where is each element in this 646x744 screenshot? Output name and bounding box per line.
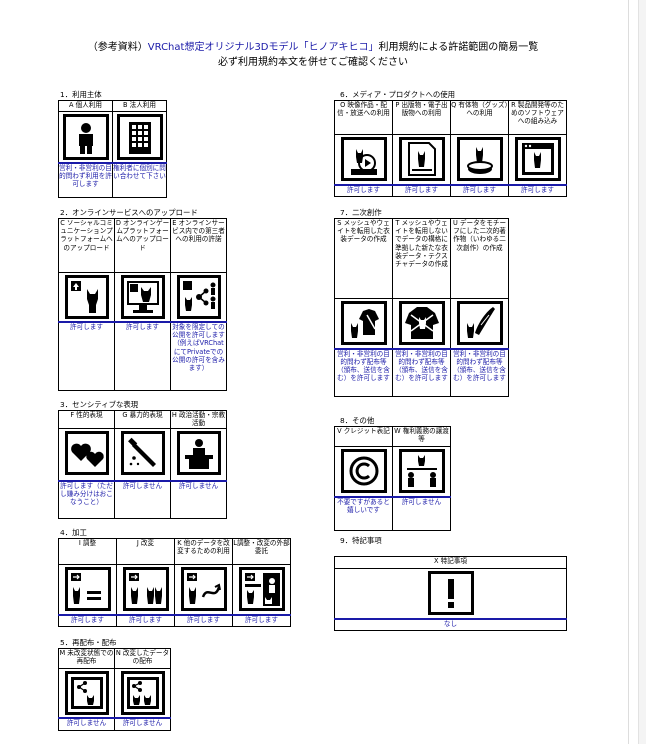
status-h: 許可しません <box>170 479 227 519</box>
status-r: 許可します <box>508 183 567 197</box>
head-e: E オンラインサービス内での第三者への利用の許諾 <box>170 218 227 273</box>
status-l: 許可します <box>232 613 291 627</box>
status-u: 営利・非営利の目的問わず配布等（頒布、送信を含む）を許可します <box>450 347 509 397</box>
status-q: 許可します <box>450 183 509 197</box>
section-6-table: O 映像作品・配信・放送への利用 P 出版物・電子出版物への利用 Q 有体物（グ… <box>334 100 567 197</box>
section-4-title: 4．加工 <box>60 528 87 537</box>
new-costume-icon <box>398 301 445 345</box>
head-b: B 法人利用 <box>112 100 167 112</box>
transfer-icon <box>398 449 445 493</box>
costume-icon <box>340 301 387 345</box>
section-7-table: S メッシュやウェイトを転用した衣装データの作成 T メッシュやウェイトを転用し… <box>334 218 509 397</box>
section-2-title: 2．オンラインサービスへのアップロード <box>60 208 198 217</box>
section-3-table: F 性的表現 G 暴力的表現 H 政治活動・宗教活動 許可します（ただし嫌み分け… <box>58 410 227 519</box>
head-v: V クレジット表記 <box>334 426 393 447</box>
document-page: （参考資料）VRChat想定オリジナル3Dモデル「ヒノアキヒコ」利用規約による許… <box>0 40 626 731</box>
head-l: L調整・改変の外部委託 <box>232 538 291 565</box>
section-1-title: 1．利用主体 <box>60 90 102 99</box>
section-2-table: C ソーシャルコミュニケーションプラットフォームへのアップロード D オンライン… <box>58 218 227 391</box>
copyright-icon <box>340 449 387 493</box>
head-g: G 暴力的表現 <box>114 410 171 429</box>
status-d: 許可します <box>114 321 171 391</box>
section-6-title: 6．メディア・プロダクトへの使用 <box>340 90 456 99</box>
redistribute-icon <box>64 671 109 715</box>
section-7-title: 7．二次創作 <box>340 208 382 217</box>
section-8-title: 8．その他 <box>340 416 375 425</box>
video-icon <box>340 137 387 181</box>
section-1-table: A 個人利用 B 法人利用 営利・非営利の目的問わず利用を許可します 権利者に個… <box>58 100 167 198</box>
page-edge-divider <box>628 0 629 744</box>
section-5-title: 5．再配布・配布 <box>60 638 117 647</box>
building-icon <box>116 114 163 160</box>
distribute-modified-icon <box>120 671 165 715</box>
head-h: H 政治活動・宗教活動 <box>170 410 227 429</box>
head-j: J 改変 <box>116 538 175 565</box>
vertical-scrollbar[interactable] <box>638 0 646 744</box>
head-a: A 個人利用 <box>58 100 113 112</box>
status-j: 許可します <box>116 613 175 627</box>
title-suffix: 利用規約による許諾範囲の簡易一覧 <box>378 42 539 53</box>
head-k: K 他のデータを改変するための利用 <box>174 538 233 565</box>
software-icon <box>514 137 561 181</box>
upload-social-icon <box>64 275 109 319</box>
status-b: 権利者に個別に問い合わせて下さい <box>112 162 167 198</box>
head-r: R 製品開発等のためのソフトウェアへの組み込み <box>508 100 567 135</box>
head-f: F 性的表現 <box>58 410 115 429</box>
status-e: 対象を限定しての公開を許可します（例えばVRChatにてPrivateでの公開の… <box>170 321 227 391</box>
status-v: 不要ですがあると嬉しいです <box>334 495 393 531</box>
goods-icon <box>456 137 503 181</box>
section-9-title: 9．特記事項 <box>340 536 382 545</box>
outsource-icon <box>238 567 285 611</box>
status-p: 許可します <box>392 183 451 197</box>
status-w: 許可しません <box>392 495 451 531</box>
status-a: 営利・非営利の目的問わず利用を許可します <box>58 162 113 198</box>
document-title: （参考資料）VRChat想定オリジナル3Dモデル「ヒノアキヒコ」利用規約による許… <box>0 40 626 70</box>
head-u: U データをモチーフにした二次的著作物（いわゆる二次創作）の作成 <box>450 218 509 299</box>
section-8-table: V クレジット表記 W 権利義務の譲渡等 不要ですがあると嬉しいです 許可しませ… <box>334 426 451 531</box>
title-model-name: VRChat想定オリジナル3Dモデル「ヒノアキヒコ」 <box>147 42 379 53</box>
status-f: 許可します（ただし嫌み分けはおこなうこと） <box>58 479 115 519</box>
head-t: T メッシュやウェイトを転用しないでデータの構格に準拠した新たな衣装データ・テク… <box>392 218 451 299</box>
section-4-table: I 調整 J 改変 K 他のデータを改変するための利用 L調整・改変の外部委託 … <box>58 538 291 627</box>
exclamation-icon <box>427 571 474 615</box>
adjust-icon <box>64 567 111 611</box>
upload-game-icon <box>120 275 165 319</box>
share-third-party-icon <box>176 275 221 319</box>
head-i: I 調整 <box>58 538 117 565</box>
title-prefix: （参考資料） <box>87 42 148 53</box>
use-for-other-icon <box>180 567 227 611</box>
head-n: N 改変したデータの配布 <box>114 648 171 669</box>
head-o: O 映像作品・配信・放送への利用 <box>334 100 393 135</box>
head-p: P 出版物・電子出版物への利用 <box>392 100 451 135</box>
publication-icon <box>398 137 445 181</box>
status-s: 営利・非営利の目的問わず配布等（頒布、送信を含む）を許可します <box>334 347 393 397</box>
status-o: 許可します <box>334 183 393 197</box>
person-icon <box>62 114 109 160</box>
status-g: 許可しません <box>114 479 171 519</box>
section-9-table: X 特記事項 なし <box>334 556 567 631</box>
head-d: D オンラインゲームプラットフォームへのアップロード <box>114 218 171 273</box>
section-3-title: 3．センシティブな表現 <box>60 400 139 409</box>
pen-icon <box>456 301 503 345</box>
head-m: M 未改変状態での再配布 <box>58 648 115 669</box>
title-note: 必ず利用規約本文を併せてご確認ください <box>218 57 408 68</box>
head-w: W 権利義務の譲渡等 <box>392 426 451 447</box>
status-c: 許可します <box>58 321 115 391</box>
head-x: X 特記事項 <box>334 556 567 569</box>
head-q: Q 有体物（グッズ）への利用 <box>450 100 509 135</box>
modify-icon <box>122 567 169 611</box>
head-s: S メッシュやウェイトを転用した衣装データの作成 <box>334 218 393 299</box>
podium-icon <box>176 431 221 475</box>
hearts-icon <box>64 431 109 475</box>
head-c: C ソーシャルコミュニケーションプラットフォームへのアップロード <box>58 218 115 273</box>
status-m: 許可しません <box>58 717 115 731</box>
knife-icon <box>120 431 165 475</box>
status-n: 許可しません <box>114 717 171 731</box>
status-k: 許可します <box>174 613 233 627</box>
section-5-table: M 未改変状態での再配布 N 改変したデータの配布 許可しません 許可しません <box>58 648 171 731</box>
status-i: 許可します <box>58 613 117 627</box>
status-x: なし <box>334 617 567 631</box>
status-t: 営利・非営利の目的問わず配布等（頒布、送信を含む）を許可します <box>392 347 451 397</box>
